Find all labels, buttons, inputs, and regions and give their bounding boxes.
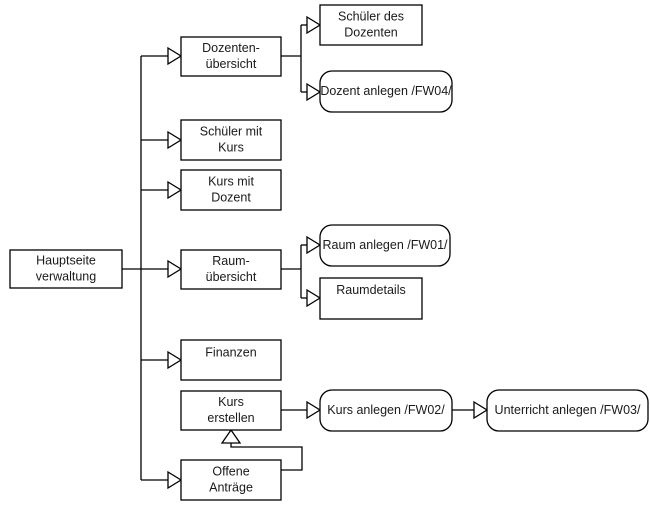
edge-antraege-to-kurs-erstellen bbox=[220, 428, 303, 471]
node-label: übersicht bbox=[206, 270, 257, 284]
edge-to-raumdetails bbox=[301, 288, 322, 308]
node-label: Raumdetails bbox=[336, 283, 405, 297]
node-kurs-erstellen[interactable]: Kurs erstellen bbox=[180, 390, 282, 431]
node-box[interactable] bbox=[319, 277, 423, 320]
node-dozentenuebersicht[interactable]: Dozenten-übersicht bbox=[180, 36, 282, 77]
node-label: Dozent anlegen /FW04/ bbox=[320, 84, 452, 98]
arrowhead-icon bbox=[167, 46, 183, 66]
edge-layer bbox=[122, 15, 489, 490]
node-dozent-anlegen-fw04[interactable]: Dozent anlegen /FW04/ bbox=[319, 70, 453, 113]
node-label: erstellen bbox=[207, 411, 254, 425]
node-box[interactable] bbox=[319, 4, 423, 46]
connector-line bbox=[230, 443, 303, 471]
arrowhead-icon bbox=[306, 15, 322, 35]
arrowhead-icon bbox=[220, 428, 242, 444]
node-label: Raum- bbox=[212, 254, 250, 268]
edge-to-unterricht-anlegen bbox=[452, 400, 489, 420]
edge-dozent-branch bbox=[281, 25, 302, 92]
edge-to-schueler-des-dozenten bbox=[301, 15, 322, 35]
node-rounded-box[interactable] bbox=[319, 389, 453, 432]
node-label: Unterricht anlegen /FW03/ bbox=[495, 403, 641, 417]
edge-to-finanzen bbox=[141, 350, 183, 370]
arrowhead-icon bbox=[306, 400, 322, 420]
node-box[interactable] bbox=[180, 119, 282, 161]
edge-to-raum-anlegen bbox=[301, 235, 322, 255]
node-raumuebersicht[interactable]: Raum-übersicht bbox=[180, 249, 282, 290]
arrowhead-icon bbox=[306, 235, 322, 255]
edge-to-dozentenuebersicht bbox=[141, 46, 183, 66]
arrowhead-icon bbox=[167, 130, 183, 150]
node-unterricht-anlegen-fw03[interactable]: Unterricht anlegen /FW03/ bbox=[486, 389, 649, 432]
edge-raum-branch bbox=[281, 245, 302, 298]
arrowhead-icon bbox=[167, 180, 183, 200]
arrowhead-icon bbox=[306, 288, 322, 308]
node-box[interactable] bbox=[180, 339, 282, 381]
node-label: Dozent bbox=[211, 190, 251, 204]
arrowhead-icon bbox=[167, 259, 183, 279]
node-label: Schüler des bbox=[338, 9, 404, 23]
node-rounded-box[interactable] bbox=[486, 389, 649, 432]
edge-to-schueler-mit-kurs bbox=[141, 130, 183, 150]
node-label: Kurs bbox=[218, 140, 244, 154]
node-rounded-box[interactable] bbox=[319, 70, 453, 113]
arrowhead-icon bbox=[167, 350, 183, 370]
node-box[interactable] bbox=[180, 36, 282, 77]
node-label: Dozenten- bbox=[202, 41, 260, 55]
node-label: Schüler mit bbox=[200, 124, 263, 138]
node-raum-anlegen-fw01[interactable]: Raum anlegen /FW01/ bbox=[319, 224, 451, 267]
node-label: Raum anlegen /FW01/ bbox=[322, 238, 448, 252]
node-label: Dozenten bbox=[344, 25, 398, 39]
edge-to-kurs-anlegen bbox=[281, 400, 322, 420]
edge-to-raumuebersicht bbox=[141, 259, 183, 279]
node-box[interactable] bbox=[180, 249, 282, 290]
node-box[interactable] bbox=[9, 249, 123, 289]
node-kurs-anlegen-fw02[interactable]: Kurs anlegen /FW02/ bbox=[319, 389, 453, 432]
node-box[interactable] bbox=[180, 459, 282, 501]
node-hauptseite[interactable]: Hauptseite verwaltung bbox=[9, 249, 123, 289]
node-label: Offene bbox=[212, 464, 249, 478]
node-box[interactable] bbox=[180, 390, 282, 431]
node-label: Hauptseite bbox=[36, 253, 96, 267]
node-label: verwaltung bbox=[36, 269, 96, 283]
node-label: übersicht bbox=[206, 57, 257, 71]
node-label: Kurs anlegen /FW02/ bbox=[327, 403, 445, 417]
node-label: Kurs mit bbox=[208, 174, 254, 188]
arrowhead-icon bbox=[473, 400, 489, 420]
node-label: Kurs bbox=[218, 395, 244, 409]
connector-line bbox=[281, 245, 302, 298]
node-rounded-box[interactable] bbox=[319, 224, 451, 267]
connector-line bbox=[281, 25, 302, 92]
node-label: Finanzen bbox=[205, 345, 256, 359]
arrowhead-icon bbox=[306, 82, 322, 102]
edge-to-kurs-mit-dozent bbox=[141, 180, 183, 200]
node-box[interactable] bbox=[180, 169, 282, 211]
node-label: Anträge bbox=[209, 480, 253, 494]
node-layer: HauptseiteverwaltungDozenten-übersichtSc… bbox=[9, 4, 649, 501]
edge-to-dozent-anlegen bbox=[301, 82, 322, 102]
node-raumdetails[interactable]: Raumdetails bbox=[319, 277, 423, 320]
node-finanzen[interactable]: Finanzen bbox=[180, 339, 282, 381]
edge-to-offene-antraege bbox=[141, 470, 183, 490]
arrowhead-icon bbox=[167, 470, 183, 490]
